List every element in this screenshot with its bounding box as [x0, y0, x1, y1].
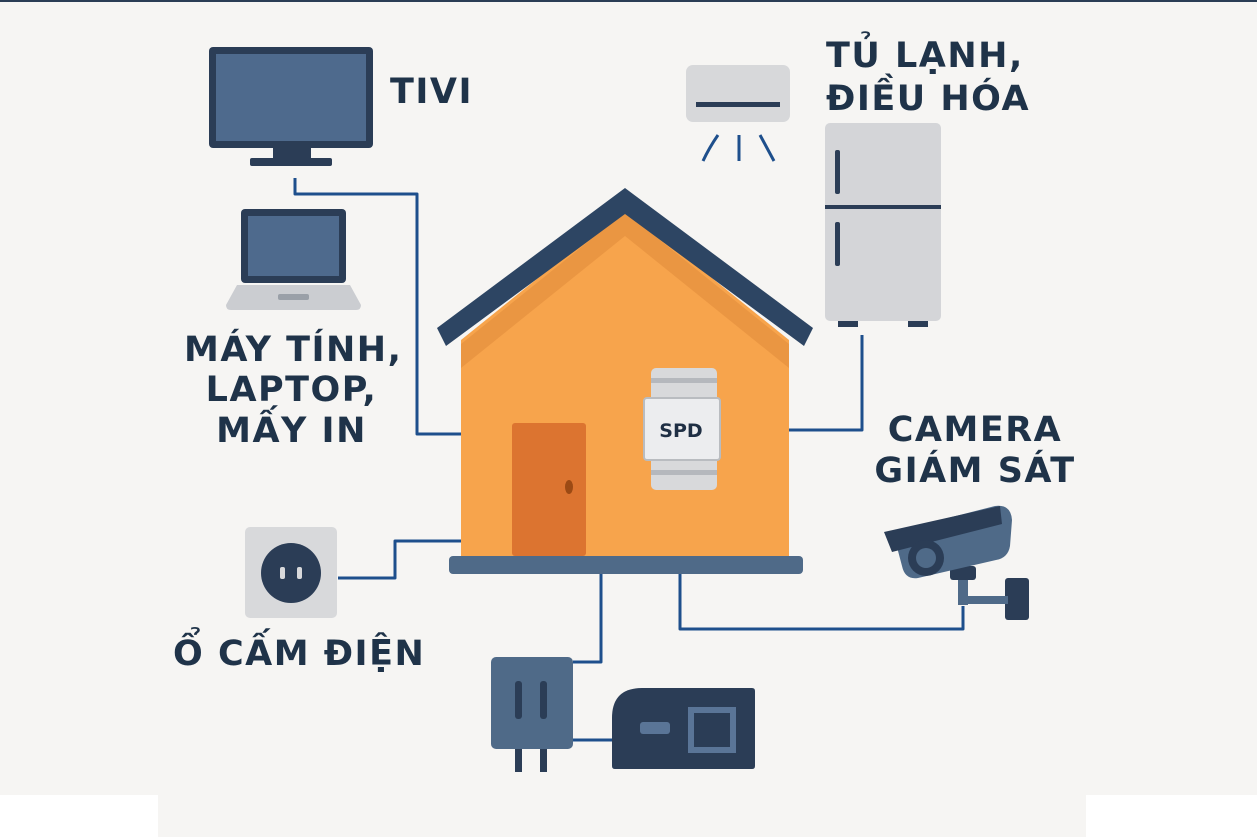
- tv-icon: [209, 47, 373, 166]
- fridge-ac-label-line1: TỦ LẠNH,: [826, 36, 1024, 76]
- computer-label-line3: MẤY IN: [216, 411, 367, 451]
- laptop-icon: [226, 209, 361, 310]
- top-border: [0, 0, 1257, 2]
- security-camera-icon: [884, 505, 1029, 620]
- spd-label: SPD: [659, 420, 702, 442]
- background-bottom: [158, 795, 1086, 837]
- plug-icon: [491, 657, 573, 772]
- door-icon: [512, 423, 586, 556]
- wire-tv: [293, 178, 462, 436]
- spd-device-icon: SPD: [643, 368, 721, 490]
- camera-label-line2: GIÁM SÁT: [874, 451, 1076, 491]
- fridge-ac-label-line2: ĐIỀU HÓA: [826, 79, 1031, 119]
- air-conditioner-icon: [686, 65, 790, 162]
- socket-icon: [245, 527, 337, 618]
- refrigerator-icon: [825, 123, 941, 327]
- meter-box-icon: [612, 688, 755, 769]
- wire-socket: [338, 539, 462, 580]
- computer-label-line2: LAPTOP,: [205, 370, 378, 410]
- camera-label-line1: CAMERA: [887, 410, 1063, 450]
- computer-label-line1: MÁY TÍNH,: [184, 330, 403, 370]
- tv-label: TIVI: [390, 72, 474, 112]
- socket-label: Ổ CẤM ĐIỆN: [173, 634, 426, 674]
